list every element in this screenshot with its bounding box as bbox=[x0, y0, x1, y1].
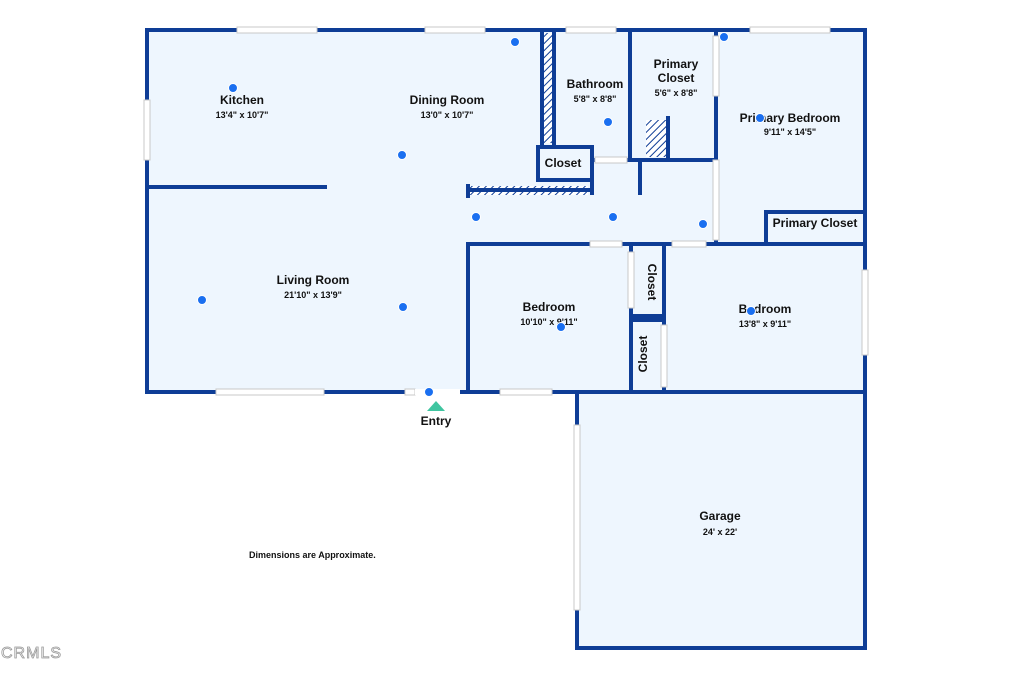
room-primary-bedroom-name: Primary Bedroom bbox=[740, 111, 841, 125]
windows bbox=[143, 26, 869, 611]
photo-marker[interactable] bbox=[424, 387, 434, 397]
room-dining-name: Dining Room bbox=[410, 93, 485, 107]
room-hall-closet-name: Closet bbox=[545, 156, 582, 170]
room-living: Living Room 21'10" x 13'9" bbox=[277, 273, 350, 300]
room-garage: Garage 24' x 22' bbox=[699, 509, 741, 537]
room-hall-closet: Closet bbox=[545, 156, 582, 170]
room-closet-v2: Closet bbox=[636, 336, 650, 373]
watermark: CRMLS bbox=[1, 645, 62, 662]
floor-fill bbox=[147, 30, 865, 648]
room-living-name: Living Room bbox=[277, 273, 350, 287]
door-openings bbox=[415, 35, 720, 395]
room-dining-dims: 13'0" x 10'7" bbox=[421, 110, 474, 120]
room-closet-v1: Closet bbox=[645, 264, 659, 301]
room-kitchen-name: Kitchen bbox=[220, 93, 264, 107]
dimensions-note: Dimensions are Approximate. bbox=[249, 550, 376, 560]
room-bedroom-2: Bedroom 13'8" x 9'11" bbox=[739, 302, 792, 329]
room-primary-bedroom: Primary Bedroom 9'11" x 14'5" bbox=[740, 111, 841, 137]
room-bedroom-2-dims: 13'8" x 9'11" bbox=[739, 319, 791, 329]
room-kitchen: Kitchen 13'4" x 10'7" bbox=[216, 93, 269, 120]
photo-marker[interactable] bbox=[197, 295, 207, 305]
photo-marker[interactable] bbox=[471, 212, 481, 222]
room-bathroom-dims: 5'8" x 8'8" bbox=[574, 94, 617, 104]
room-closet-v2-name: Closet bbox=[636, 336, 650, 373]
photo-marker[interactable] bbox=[398, 302, 408, 312]
photo-marker[interactable] bbox=[556, 322, 566, 332]
room-bedroom-1-name: Bedroom bbox=[523, 300, 576, 314]
room-closet-v1-name: Closet bbox=[645, 264, 659, 301]
photo-marker[interactable] bbox=[608, 212, 618, 222]
photo-marker[interactable] bbox=[603, 117, 613, 127]
room-primary-closet-top-dims: 5'6" x 8'8" bbox=[655, 88, 698, 98]
closet-shelf-fixture bbox=[646, 120, 666, 157]
room-primary-closet-top-name2: Closet bbox=[658, 71, 695, 85]
room-bathroom-name: Bathroom bbox=[567, 77, 624, 91]
room-bathroom: Bathroom 5'8" x 8'8" bbox=[567, 77, 624, 104]
photo-marker[interactable] bbox=[755, 113, 765, 123]
room-living-dims: 21'10" x 13'9" bbox=[284, 290, 342, 300]
entry-label: Entry bbox=[421, 414, 452, 428]
room-primary-closet-top: Primary Closet 5'6" x 8'8" bbox=[654, 57, 699, 98]
photo-marker[interactable] bbox=[698, 219, 708, 229]
photo-marker[interactable] bbox=[719, 32, 729, 42]
entry-marker bbox=[427, 401, 445, 411]
room-garage-name: Garage bbox=[699, 509, 741, 523]
room-primary-bedroom-dims: 9'11" x 14'5" bbox=[764, 127, 816, 137]
room-bedroom-1: Bedroom 10'10" x 9'11" bbox=[520, 300, 577, 327]
bathroom-wall-fixture bbox=[543, 33, 552, 143]
photo-marker[interactable] bbox=[397, 150, 407, 160]
room-dining: Dining Room 13'0" x 10'7" bbox=[410, 93, 485, 120]
photo-marker[interactable] bbox=[228, 83, 238, 93]
room-primary-closet-name: Primary Closet bbox=[773, 216, 858, 230]
photo-marker[interactable] bbox=[746, 306, 756, 316]
photo-markers[interactable] bbox=[197, 32, 765, 397]
room-bedroom-1-dims: 10'10" x 9'11" bbox=[520, 317, 577, 327]
room-garage-dims: 24' x 22' bbox=[703, 527, 737, 537]
room-kitchen-dims: 13'4" x 10'7" bbox=[216, 110, 269, 120]
room-primary-closet-top-name: Primary bbox=[654, 57, 699, 71]
photo-marker[interactable] bbox=[510, 37, 520, 47]
room-primary-closet: Primary Closet bbox=[773, 216, 858, 230]
